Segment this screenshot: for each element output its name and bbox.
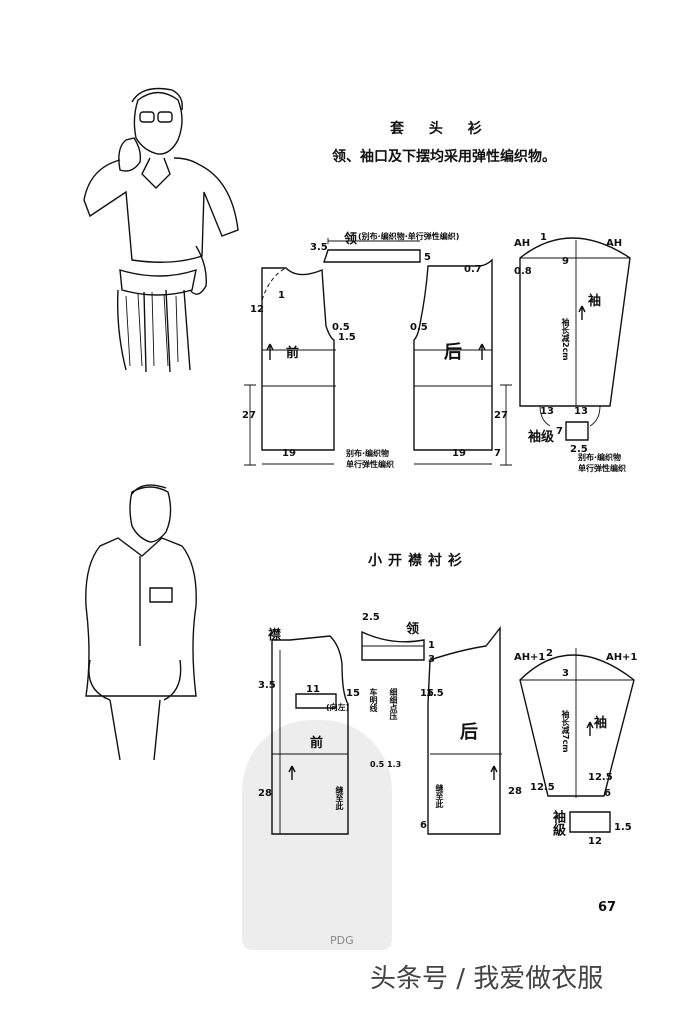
page-number: 67: [598, 900, 617, 915]
dim-0-5b: 0.5: [410, 322, 428, 333]
dim-27b: 27: [494, 410, 508, 421]
dim-7a: 7: [494, 448, 501, 459]
sleeve-label-1: 袖: [588, 294, 602, 309]
section2-title: 小开襟衬衫: [368, 553, 468, 569]
dim-27a: 27: [242, 410, 256, 421]
section1-patterns: [244, 237, 631, 466]
vert-note-3: 0.5 1.3: [370, 760, 402, 769]
pocket-note: (向左): [326, 703, 350, 712]
dim-2-5a: 2.5: [362, 612, 380, 623]
vert-note-1: 车明线: [369, 688, 378, 712]
dim-15c: 15: [420, 688, 434, 699]
sleeve-note-1: 袖长减2cm: [561, 318, 570, 361]
dim-11: 11: [306, 684, 320, 695]
figure-man-shirt: [85, 484, 197, 761]
hem-note-right: 别布·编织物 单行弹性编织: [578, 453, 626, 473]
dim-0-5a: 0.5: [332, 322, 350, 333]
stamp-text: PDG: [330, 934, 354, 947]
dim-15b: 15: [346, 688, 360, 699]
sleeve-label-2: 袖: [594, 716, 608, 731]
vert-note-2: 细细点压: [389, 688, 398, 720]
section1-subtitle: 领、袖口及下摆均采用弹性编织物。: [332, 149, 556, 165]
dim-12-5b: 12.5: [588, 772, 613, 783]
back-label-1: 后: [444, 342, 462, 363]
ah-right-1: AH: [606, 238, 623, 249]
back-label-2: 后: [460, 722, 478, 743]
ah-left-1: AH: [514, 238, 531, 249]
placket-label: 襟: [268, 628, 282, 643]
dim-2-5: 2.5: [570, 444, 588, 455]
dim-28a: 28: [258, 788, 272, 799]
dim-13a: 13: [540, 406, 554, 417]
dim-12-5a: 12.5: [530, 782, 555, 793]
dim-9: 9: [562, 256, 569, 267]
dim-1: 1: [278, 290, 285, 301]
dim-2: 2: [546, 648, 553, 659]
dim-12: 12: [250, 304, 264, 315]
dim-7b: 7: [556, 426, 563, 437]
hem-note-left: 别布·编织物 单行弹性编织: [346, 449, 394, 469]
figure-man-sweater: [83, 87, 239, 373]
sleeve-note-2: 袖长减7cm: [561, 710, 570, 753]
dim-5: 5: [424, 252, 431, 263]
dim-0-8: 0.8: [514, 266, 532, 277]
section2-patterns: [271, 625, 635, 835]
dim-3b: 3: [562, 668, 569, 679]
collar-note-1: (别布·编织物·单行弹性编织): [358, 232, 460, 241]
dim-1-5: 1.5: [426, 688, 444, 699]
cuff-label-2: 袖級: [550, 810, 565, 836]
front-label-1: 前: [286, 346, 300, 361]
dim-6b: 6: [604, 788, 611, 799]
dim-28b: 28: [508, 786, 522, 797]
sew-note-front: 缝至此: [335, 786, 344, 810]
dim-3: 3: [428, 654, 435, 665]
ah-left-2: AH: [514, 652, 531, 663]
stamp-watermark: [242, 720, 392, 950]
cuff-label-1: 袖级: [528, 430, 555, 445]
dim-19a: 19: [282, 448, 296, 459]
dim-6: 6: [420, 820, 427, 831]
dim-1-5d: 1.5: [614, 822, 632, 833]
ah-right-2: AH: [606, 652, 623, 663]
dim-1-sleeve: 1: [540, 232, 547, 243]
collar-label-1: 领: [344, 232, 358, 247]
dim-3-5: 3.5: [310, 242, 328, 253]
dim-1a: 1: [428, 640, 435, 651]
section1-title: 套 头 衫: [390, 121, 492, 137]
dim-3-5-2: 3.5: [258, 680, 276, 691]
plus1-left: +1: [530, 652, 546, 663]
watermark-text: 头条号 / 我爱做衣服: [370, 964, 604, 994]
dim-0-7: 0.7: [464, 264, 482, 275]
dim-12: 12: [588, 836, 602, 847]
front-label-2: 前: [310, 736, 324, 751]
plus1-right: +1: [622, 652, 638, 663]
collar-label-2: 领: [406, 622, 420, 637]
dim-13b: 13: [574, 406, 588, 417]
dim-1-5a: 1.5: [338, 332, 356, 343]
sew-note-back: 缝至此: [435, 784, 444, 808]
dim-19b: 19: [452, 448, 466, 459]
